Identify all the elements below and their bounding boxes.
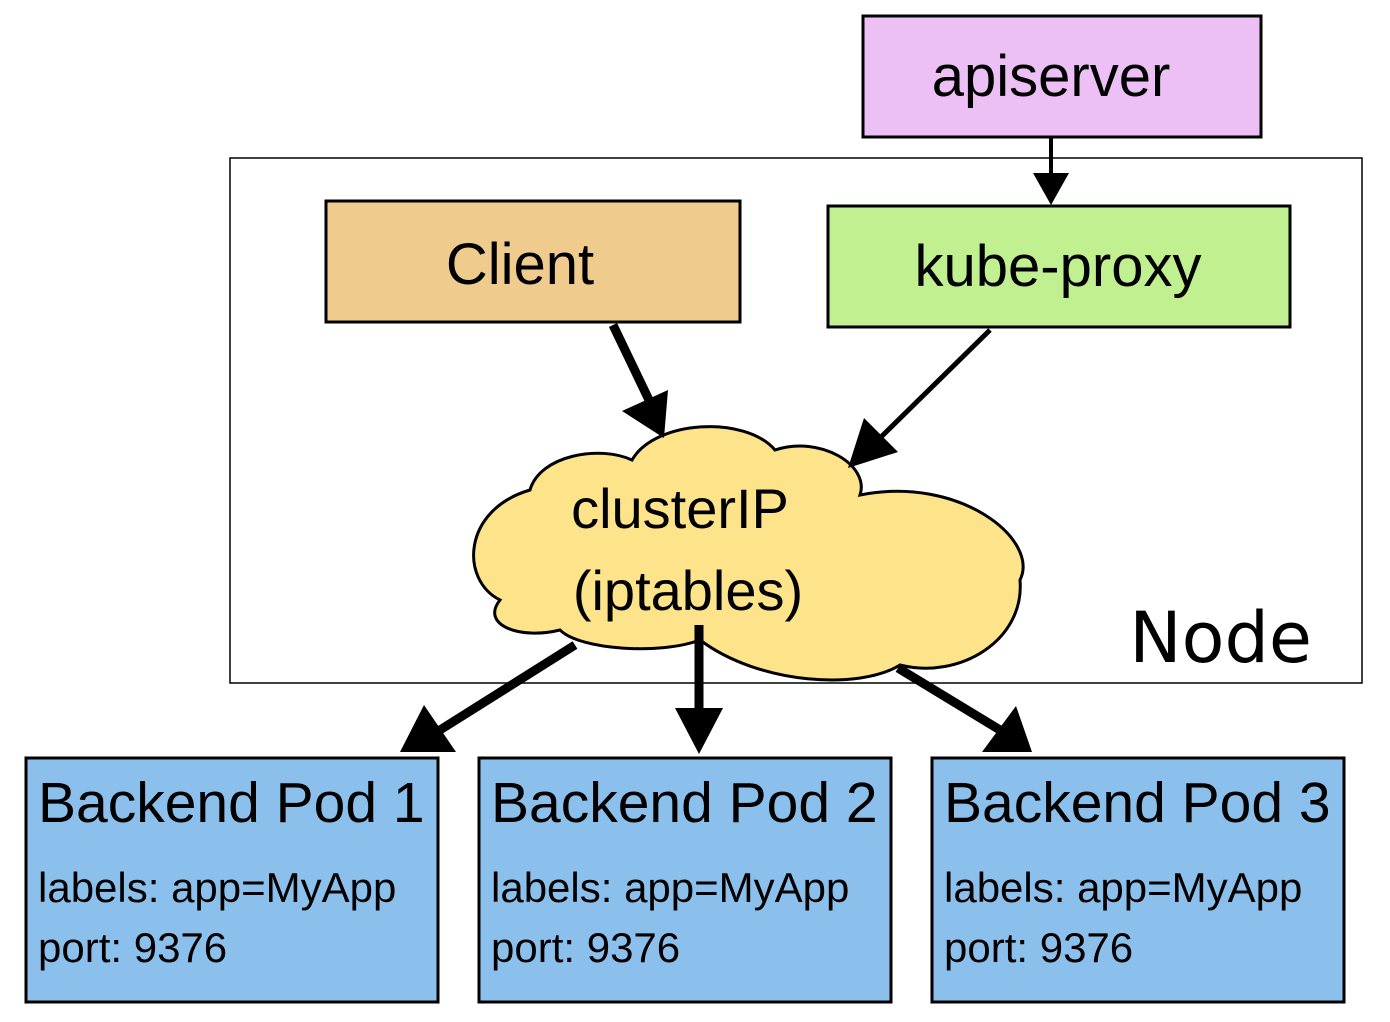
apiserver-box: apiserver	[861, 14, 1263, 139]
client-rect	[324, 199, 742, 324]
arrowhead-cloud-from-client	[622, 390, 668, 438]
arrowhead-kube-proxy	[1033, 173, 1069, 205]
arrow-client-to-cluster-ip	[608, 323, 654, 402]
arrow-cluster-ip-to-pod-3	[895, 664, 1003, 734]
pod-1-title: Backend Pod 1	[38, 771, 425, 835]
pod-2-title: Backend Pod 2	[491, 771, 878, 835]
arrowhead-pod-1	[400, 705, 456, 752]
backend-pod-1: Backend Pod 1 labels: app=MyApp port: 93…	[24, 756, 440, 1004]
iptables-label: (iptables)	[573, 559, 803, 622]
pod-1-port: port: 9376	[38, 924, 227, 971]
connection-arrows	[400, 138, 1069, 754]
arrowhead-pod-2	[675, 708, 723, 754]
pod-2-labels: labels: app=MyApp	[491, 864, 849, 911]
cloud-shape	[472, 425, 1025, 682]
arrowhead-cloud-from-kube-proxy	[848, 418, 898, 468]
cluster-ip-cloud: clusterIP (iptables)	[472, 425, 1025, 682]
pod-1-rect	[24, 756, 440, 1004]
pod-2-port: port: 9376	[491, 924, 680, 971]
pod-3-title: Backend Pod 3	[944, 771, 1331, 835]
apiserver-rect	[861, 14, 1263, 139]
kube-proxy-box: kube-proxy	[826, 204, 1292, 329]
cluster-ip-label: clusterIP	[571, 477, 789, 540]
arrowhead-pod-3	[982, 706, 1032, 752]
node-container: Node	[229, 157, 1363, 684]
client-box: Client	[324, 199, 742, 324]
backend-pod-2: Backend Pod 2 labels: app=MyApp port: 93…	[477, 756, 893, 1004]
kube-proxy-label: kube-proxy	[915, 234, 1202, 299]
arrow-kube-proxy-to-cluster-ip	[878, 328, 992, 440]
pod-3-port: port: 9376	[944, 924, 1133, 971]
arrow-cluster-ip-to-pod-1	[437, 641, 578, 734]
node-label: Node	[1129, 597, 1312, 679]
pod-3-rect	[930, 756, 1346, 1004]
pod-2-rect	[477, 756, 893, 1004]
pod-3-labels: labels: app=MyApp	[944, 864, 1302, 911]
backend-pod-3: Backend Pod 3 labels: app=MyApp port: 93…	[930, 756, 1346, 1004]
pod-1-labels: labels: app=MyApp	[38, 864, 396, 911]
apiserver-label: apiserver	[932, 44, 1171, 109]
client-label: Client	[446, 232, 594, 297]
node-border	[229, 157, 1363, 684]
kube-proxy-rect	[826, 204, 1292, 329]
